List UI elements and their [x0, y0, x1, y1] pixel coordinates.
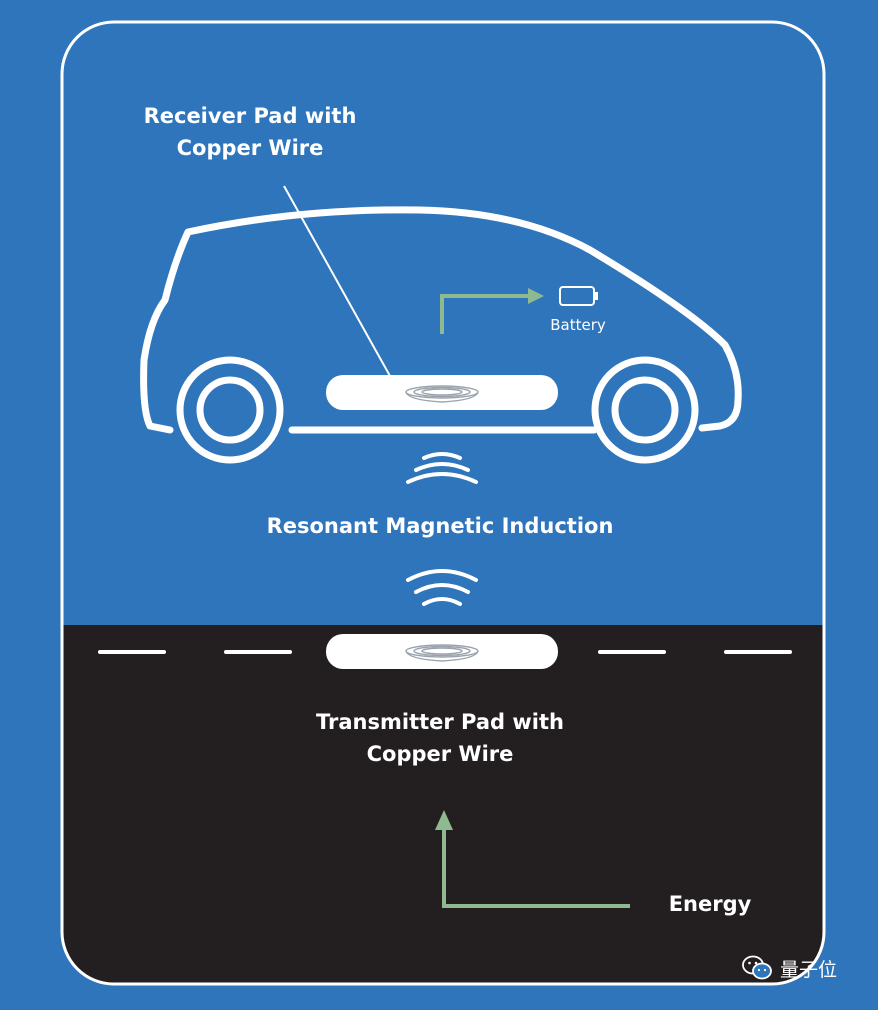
car-outline	[140, 206, 742, 434]
battery-label: Battery	[550, 316, 606, 334]
receiver-pad	[326, 375, 558, 410]
transmitter-pad	[326, 634, 558, 669]
arrow-icon	[435, 810, 453, 830]
coil-icon	[405, 644, 479, 662]
battery-icon	[559, 286, 598, 306]
energy-arrow-line	[442, 826, 630, 908]
wechat-icon	[742, 955, 772, 980]
energy-label: Energy	[668, 892, 752, 916]
watermark: 量子位	[742, 952, 837, 984]
signal-waves-icon	[406, 452, 478, 484]
receiver-leader-line	[283, 185, 391, 377]
battery-arrow-line	[440, 294, 530, 334]
receiver-pad-label: Receiver Pad with Copper Wire	[120, 100, 380, 164]
receiver-label-line1: Receiver Pad with	[143, 104, 357, 128]
frame-border	[60, 20, 826, 986]
transmitter-pad-label: Transmitter Pad with Copper Wire	[270, 706, 610, 770]
coil-icon	[405, 385, 479, 403]
transmitter-label-line2: Copper Wire	[366, 742, 514, 766]
watermark-text: 量子位	[780, 958, 838, 981]
receiver-label-line2: Copper Wire	[176, 136, 324, 160]
front-wheel-hub	[611, 376, 679, 444]
signal-waves-icon	[406, 569, 478, 606]
rear-wheel-hub	[196, 376, 264, 444]
resonant-induction-label: Resonant Magnetic Induction	[266, 514, 614, 538]
arrow-icon	[528, 288, 544, 304]
road	[62, 625, 824, 984]
transmitter-label-line1: Transmitter Pad with	[316, 710, 564, 734]
